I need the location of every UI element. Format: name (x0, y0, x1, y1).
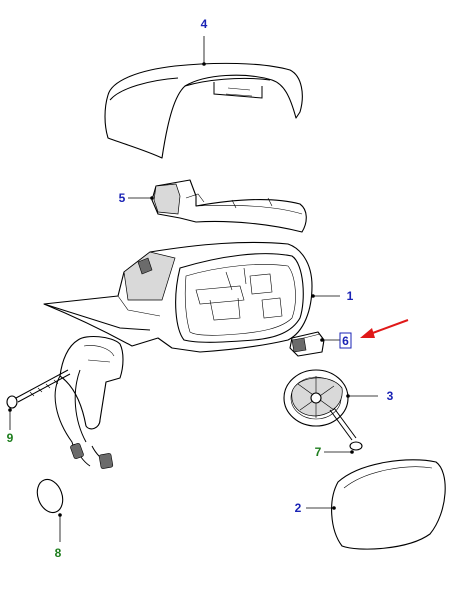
callout-7-label[interactable]: 7 (315, 445, 322, 459)
callout-1-label[interactable]: 1 (347, 289, 354, 303)
leader-lines (8, 36, 378, 542)
mirror-base-part (54, 335, 124, 457)
mirror-housing-part (43, 241, 313, 353)
mirror-motor-part (283, 369, 349, 427)
callout-9-label[interactable]: 9 (7, 431, 14, 445)
cap-8-part (36, 478, 64, 514)
highlight-arrow (360, 319, 409, 338)
indicator-lamp-part (151, 179, 307, 233)
callout-6-highlight-box (339, 332, 352, 349)
callout-6-label[interactable]: 6 (342, 334, 349, 348)
callout-8-label[interactable]: 8 (55, 546, 62, 560)
mirror-glass-part (331, 459, 446, 550)
wiring-harness-part (70, 442, 114, 469)
bolt-9-part (6, 369, 71, 409)
callout-5-label[interactable]: 5 (119, 191, 126, 205)
callout-4-label[interactable]: 4 (201, 17, 208, 31)
screw-7-part (329, 407, 363, 451)
mirror-cap-part (104, 62, 303, 159)
callout-2-label[interactable]: 2 (295, 501, 302, 515)
switch-unit-part (289, 331, 325, 357)
callout-3-label[interactable]: 3 (387, 389, 394, 403)
